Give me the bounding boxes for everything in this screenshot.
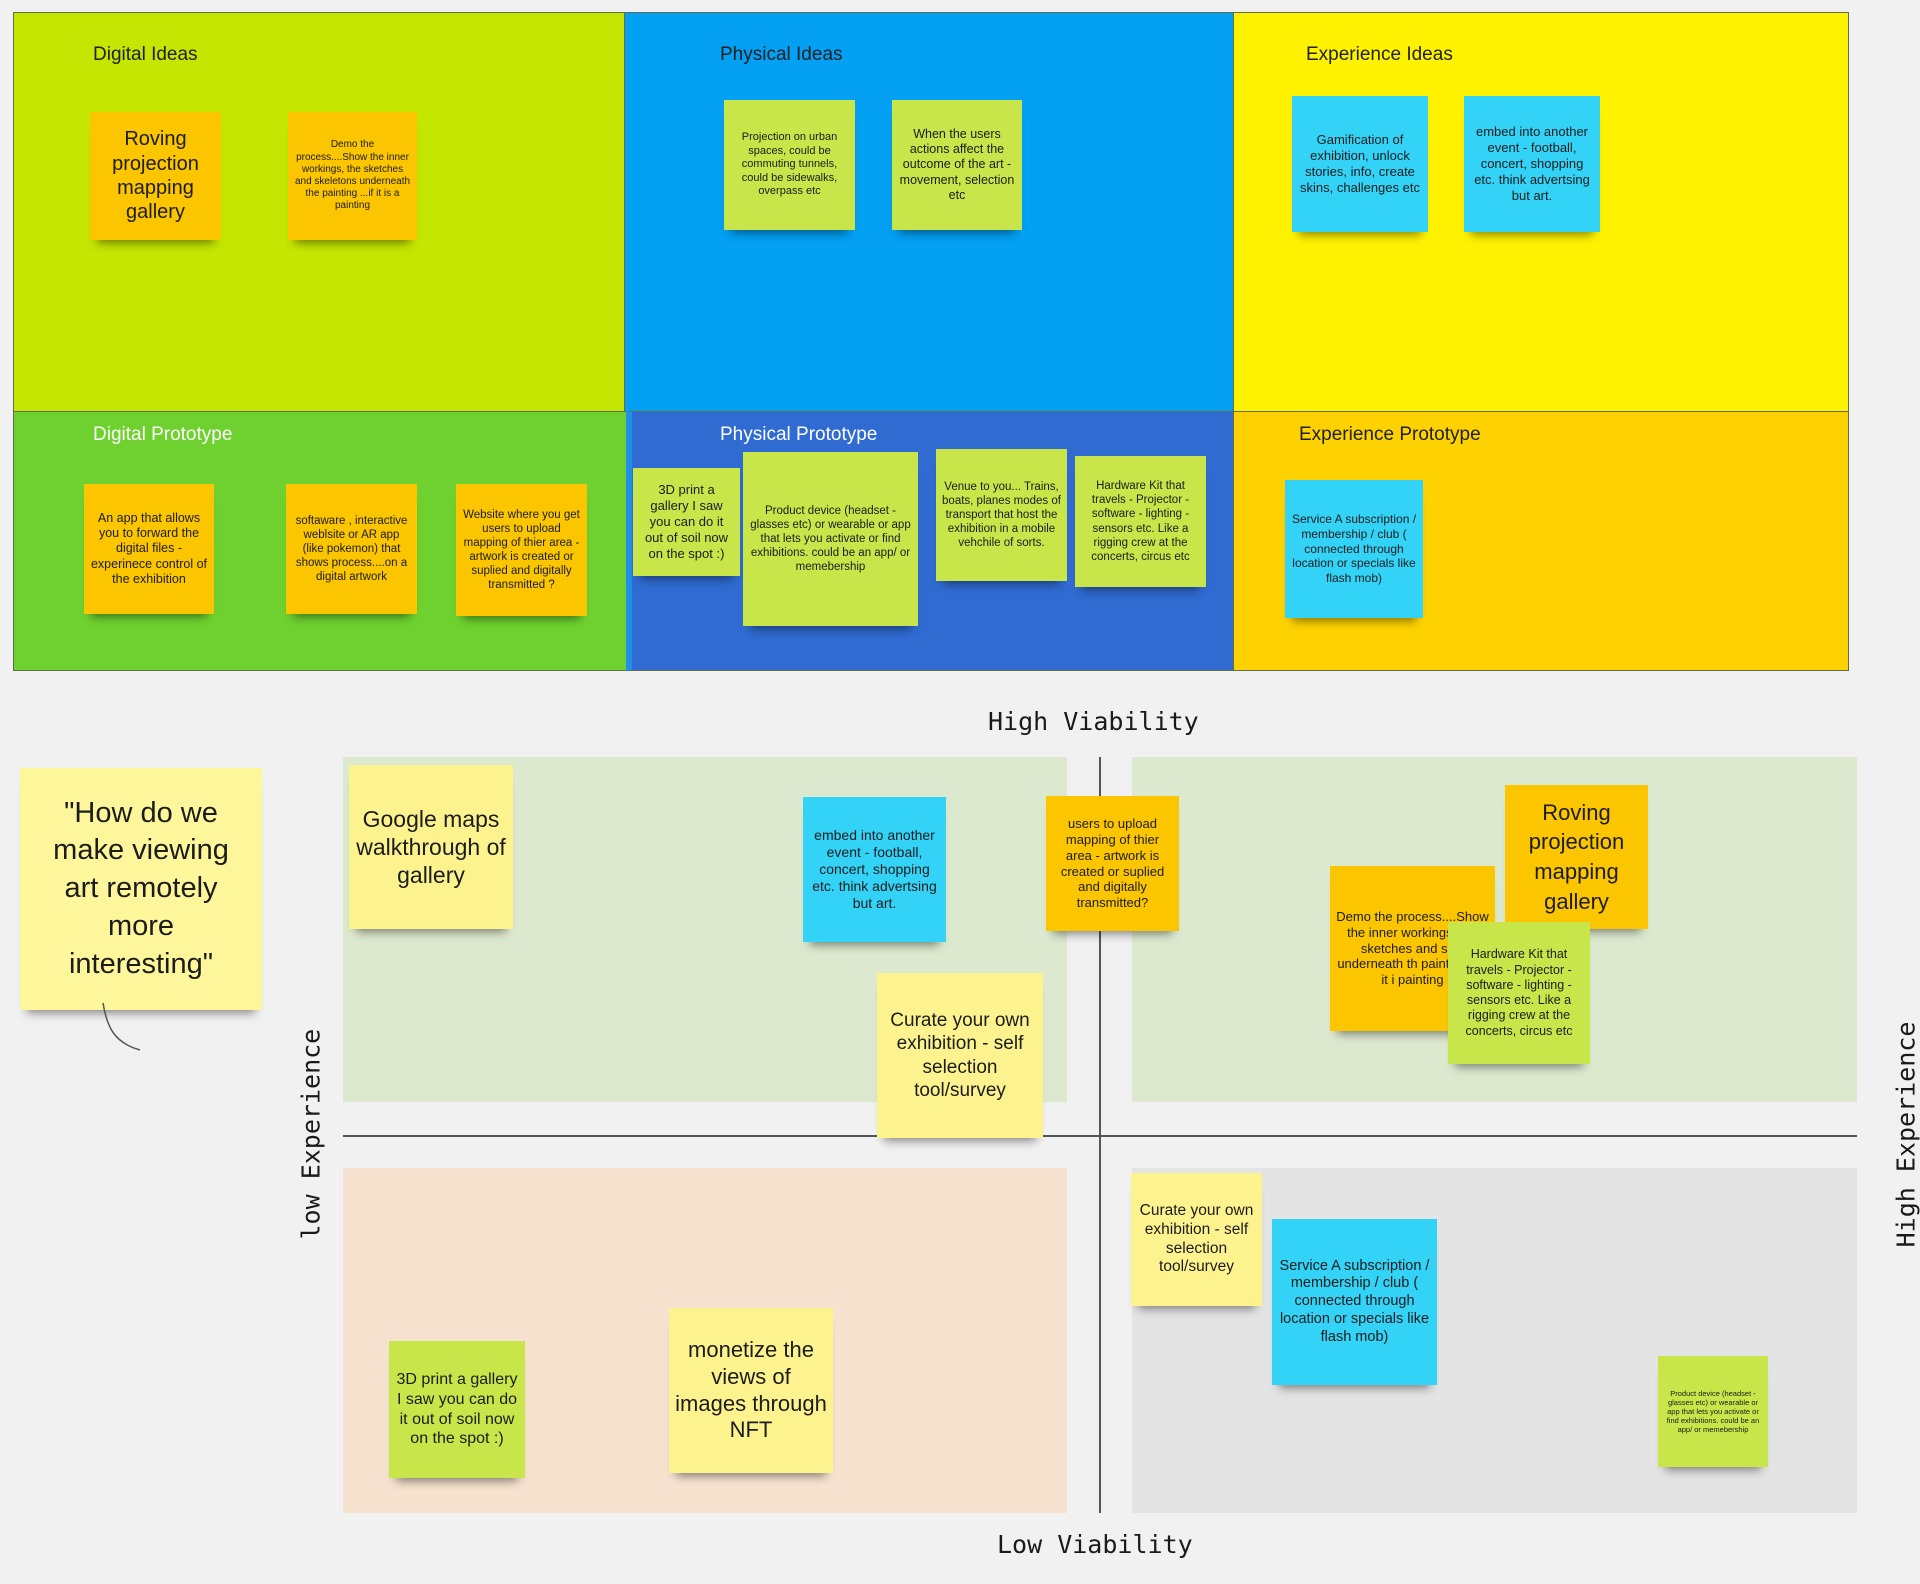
sticky-note[interactable]: users to upload mapping of thier area - … bbox=[1046, 796, 1179, 931]
sticky-note[interactable]: Service A subscription / membership / cl… bbox=[1285, 480, 1423, 618]
axis-label-high-viability: High Viability bbox=[988, 707, 1199, 736]
sticky-note[interactable]: Demo the process....Show the inner worki… bbox=[288, 112, 417, 240]
zone-title-digital-prototype: Digital Prototype bbox=[93, 424, 233, 445]
sticky-note[interactable]: Roving projection mapping gallery bbox=[90, 112, 221, 240]
sticky-note[interactable]: Product device (headset - glasses etc) o… bbox=[1658, 1356, 1768, 1467]
sticky-note[interactable]: Product device (headset - glasses etc) o… bbox=[743, 452, 918, 626]
sticky-note[interactable]: Hardware Kit that travels - Projector - … bbox=[1075, 456, 1206, 587]
question-note[interactable]: "How do we make viewing art remotely mor… bbox=[20, 768, 262, 1010]
sticky-note[interactable]: embed into another event - football, con… bbox=[803, 797, 946, 942]
axis-label-low-experience: low Experience bbox=[296, 1028, 326, 1240]
zone-title-experience-prototype: Experience Prototype bbox=[1299, 424, 1481, 445]
zone-title-physical-ideas: Physical Ideas bbox=[720, 44, 843, 65]
axis-label-low-viability: Low Viability bbox=[997, 1530, 1193, 1559]
horizontal-axis bbox=[343, 1135, 1857, 1137]
sticky-note[interactable]: monetize the views of images through NFT bbox=[669, 1308, 833, 1473]
sticky-note[interactable]: Curate your own exhibition - self select… bbox=[877, 973, 1043, 1138]
sticky-note[interactable]: Hardware Kit that travels - Projector - … bbox=[1448, 922, 1590, 1064]
zone-title-digital-ideas: Digital Ideas bbox=[93, 44, 198, 65]
sticky-note[interactable]: Curate your own exhibition - self select… bbox=[1131, 1173, 1262, 1306]
sticky-note[interactable]: Website where you get users to upload ma… bbox=[456, 484, 587, 616]
sticky-note[interactable]: Google maps walkthrough of gallery bbox=[349, 765, 513, 929]
sticky-note[interactable]: Service A subscription / membership / cl… bbox=[1272, 1219, 1437, 1385]
connector-curve bbox=[102, 1002, 141, 1051]
axis-label-high-experience: High Experience bbox=[1891, 1021, 1920, 1248]
sticky-note[interactable]: Roving projection mapping gallery bbox=[1505, 785, 1648, 929]
sticky-note[interactable]: embed into another event - football, con… bbox=[1464, 96, 1600, 232]
zone-title-experience-ideas: Experience Ideas bbox=[1306, 44, 1453, 65]
zone-title-physical-prototype: Physical Prototype bbox=[720, 424, 878, 445]
sticky-note[interactable]: An app that allows you to forward the di… bbox=[84, 484, 214, 614]
sticky-note[interactable]: Projection on urban spaces, could be com… bbox=[724, 100, 855, 230]
sticky-note[interactable]: 3D print a gallery I saw you can do it o… bbox=[633, 468, 740, 576]
sticky-note[interactable]: When the users actions affect the outcom… bbox=[892, 100, 1022, 230]
sticky-note[interactable]: softaware , interactive weblsite or AR a… bbox=[286, 484, 417, 614]
sticky-note[interactable]: 3D print a gallery I saw you can do it o… bbox=[389, 1341, 525, 1478]
sticky-note[interactable]: Gamification of exhibition, unlock stori… bbox=[1292, 96, 1428, 232]
sticky-note[interactable]: Venue to you... Trains, boats, planes mo… bbox=[936, 449, 1067, 581]
